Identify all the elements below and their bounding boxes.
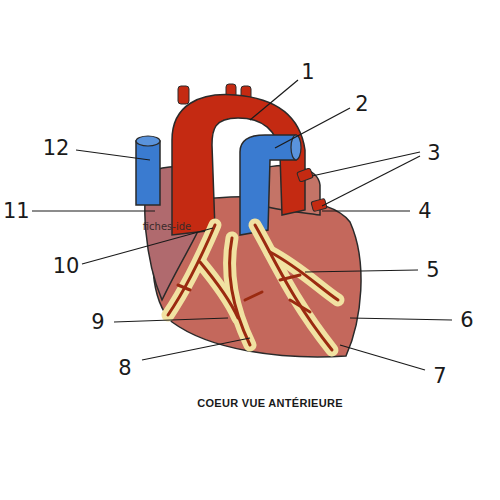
- callout-number: 4: [418, 199, 431, 223]
- callout-number: 9: [91, 310, 104, 334]
- callout-number: 6: [460, 308, 473, 332]
- callout-number: 7: [433, 364, 446, 388]
- callout-number: 5: [426, 258, 439, 282]
- caption: COEUR VUE ANTÉRIEURE: [197, 397, 343, 409]
- callout-number: 10: [53, 254, 80, 278]
- callout-number: 1: [301, 60, 314, 84]
- callout-number: 11: [3, 199, 30, 223]
- callout-number: 3: [427, 141, 440, 165]
- watermark: fiches-ide: [143, 221, 191, 232]
- callout-number: 12: [43, 136, 70, 160]
- callout-number: 8: [118, 356, 131, 380]
- callout-number: 2: [355, 92, 368, 116]
